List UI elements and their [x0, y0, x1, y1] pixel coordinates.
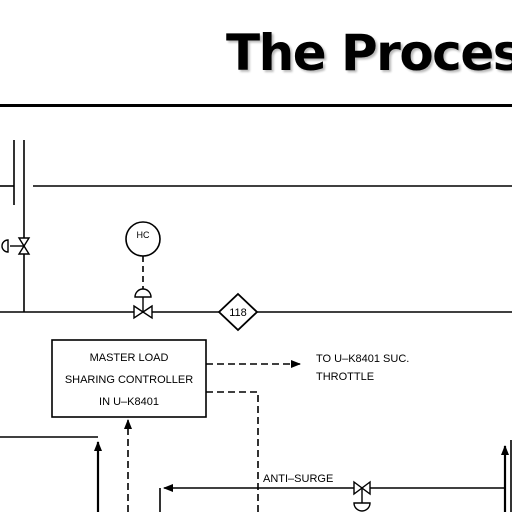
to-note-line-1: TO U–K8401 SUC.	[316, 353, 409, 365]
controller-label-line-3: IN U–K8401	[99, 396, 159, 408]
to-note-line-2: THROTTLE	[316, 371, 374, 383]
master-controller-box	[51, 339, 207, 418]
anti-surge-signal-line	[206, 391, 259, 512]
anti-surge-label: ANTI–SURGE	[263, 473, 333, 485]
main-control-valve-icon	[133, 288, 153, 320]
controller-label-line-1: MASTER LOAD	[90, 352, 169, 364]
hc-instrument-label: HC	[137, 230, 150, 240]
tag-118-diamond-icon	[217, 292, 259, 332]
tag-118-label: 118	[229, 307, 247, 319]
anti-surge-valve-icon	[353, 480, 371, 512]
controller-label-line-2: SHARING CONTROLLER	[65, 374, 193, 386]
slide-title: The Proces	[226, 24, 512, 82]
title-rule	[0, 104, 512, 107]
left-control-valve-icon	[1, 237, 31, 255]
